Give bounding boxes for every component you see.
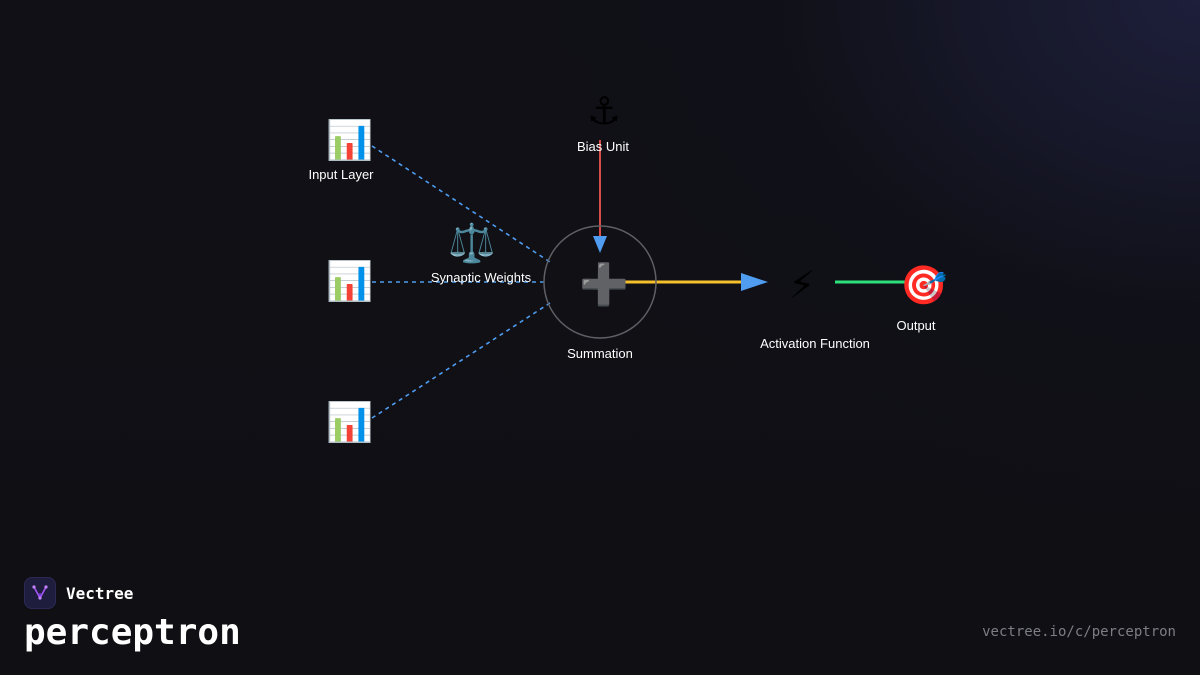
input-2-bar-chart-icon[interactable]: 📊	[326, 259, 373, 303]
balance-scale-icon[interactable]: ⚖️	[448, 221, 495, 265]
bias-unit-label: Bias Unit	[577, 139, 629, 154]
summation-ring	[543, 225, 657, 339]
input-layer-label: Input Layer	[308, 167, 374, 182]
brand[interactable]: Vectree	[24, 577, 133, 609]
summation-label: Summation	[567, 346, 633, 361]
page-url[interactable]: vectree.io/c/perceptron	[982, 624, 1176, 640]
activation-arrowhead	[741, 273, 768, 291]
brand-name: Vectree	[66, 583, 134, 603]
synaptic-weights-label: Synaptic Weights	[431, 270, 532, 285]
output-label: Output	[896, 318, 935, 333]
edge-input-1-to-summation	[371, 145, 551, 263]
anchor-icon[interactable]: ⚓	[587, 89, 621, 133]
bias-arrowhead	[593, 236, 607, 253]
target-icon[interactable]: 🎯	[900, 263, 947, 307]
edge-input-3-to-summation	[371, 302, 551, 419]
lightning-bolt-icon[interactable]: ⚡	[789, 263, 816, 307]
activation-function-label: Activation Function	[760, 336, 870, 351]
plus-icon[interactable]: ➕	[579, 261, 629, 308]
input-3-bar-chart-icon[interactable]: 📊	[326, 400, 373, 444]
page-title: perceptron	[24, 612, 241, 653]
vectree-logo-icon	[24, 577, 56, 609]
input-1-bar-chart-icon[interactable]: 📊	[326, 118, 373, 162]
